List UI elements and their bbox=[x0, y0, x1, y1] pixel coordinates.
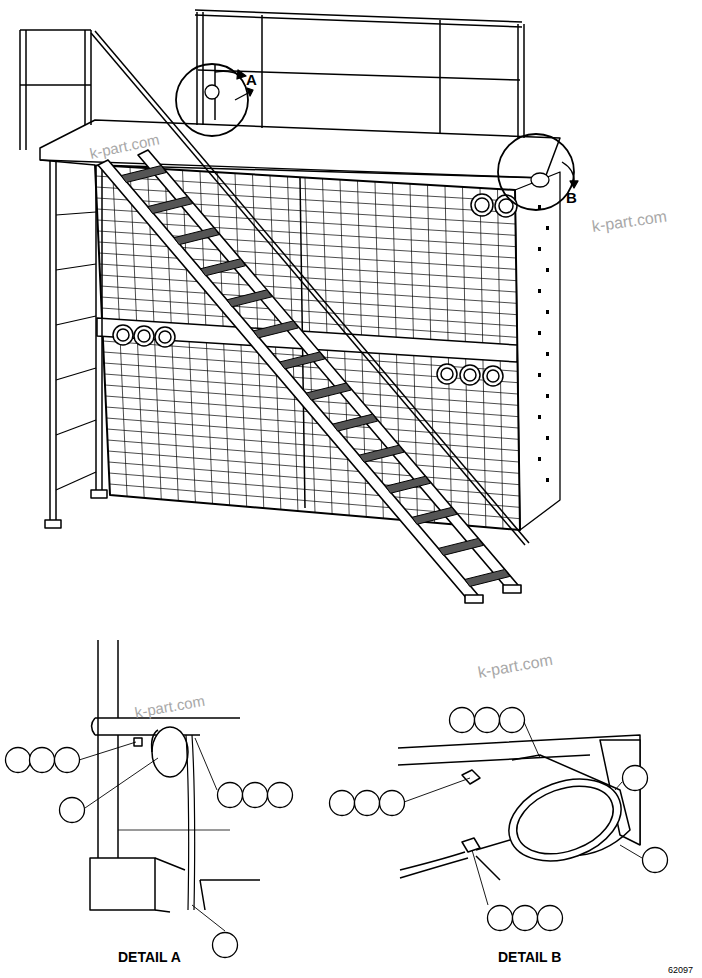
callout-circle bbox=[643, 848, 668, 873]
stair-tread bbox=[227, 290, 272, 307]
side-panel bbox=[515, 172, 560, 530]
watermark: k-part.com bbox=[476, 651, 553, 681]
detail-ring bbox=[498, 134, 574, 210]
rung bbox=[56, 368, 96, 380]
rung bbox=[56, 212, 96, 215]
bolt bbox=[546, 436, 549, 440]
bolt bbox=[546, 226, 549, 230]
callout-circle bbox=[538, 906, 563, 931]
stair-tread bbox=[174, 228, 219, 245]
callout-circle bbox=[55, 748, 80, 773]
bolt bbox=[546, 394, 549, 398]
callout-circle bbox=[450, 708, 475, 733]
ladder-rungs bbox=[56, 212, 96, 490]
bolt bbox=[538, 205, 541, 209]
bolt bbox=[546, 352, 549, 356]
callout-circle bbox=[213, 933, 238, 958]
stair-tread bbox=[306, 383, 351, 400]
stair-tread bbox=[280, 352, 325, 369]
stair-tread bbox=[386, 476, 431, 493]
platform-deck bbox=[40, 120, 560, 178]
callout-circle bbox=[623, 766, 648, 791]
watermark: k-part.com bbox=[134, 693, 207, 722]
arrowhead bbox=[570, 181, 578, 188]
stairway bbox=[98, 150, 521, 603]
callout-circle bbox=[513, 906, 538, 931]
bolt bbox=[538, 331, 541, 335]
stair-tread bbox=[438, 538, 483, 555]
callout-circle bbox=[355, 791, 380, 816]
rung bbox=[56, 316, 96, 325]
detail-title: DETAIL B bbox=[498, 950, 561, 965]
callout-circle bbox=[30, 748, 55, 773]
stair-tread bbox=[465, 569, 510, 586]
arrowhead bbox=[247, 88, 253, 96]
bolt bbox=[546, 310, 549, 314]
callout-circle bbox=[330, 791, 355, 816]
bolts bbox=[538, 205, 549, 482]
callout-circle bbox=[218, 783, 243, 808]
callout-circle bbox=[6, 748, 31, 773]
stair-tread bbox=[121, 166, 166, 183]
rung bbox=[56, 420, 96, 435]
detail-title: DETAIL A bbox=[118, 950, 181, 965]
stair-tread bbox=[148, 197, 193, 214]
leader-lines bbox=[79, 722, 642, 931]
callout-circle bbox=[380, 791, 405, 816]
bolt bbox=[538, 373, 541, 377]
callout-circle bbox=[500, 708, 525, 733]
stair-tread bbox=[253, 321, 298, 338]
stair-tread bbox=[359, 445, 404, 462]
stair-treads bbox=[121, 166, 510, 587]
rung bbox=[56, 264, 96, 270]
bolt bbox=[538, 247, 541, 251]
callout-circle bbox=[475, 708, 500, 733]
arrowhead bbox=[237, 70, 246, 79]
detail-letter: A bbox=[246, 72, 257, 89]
view-arrow bbox=[235, 92, 250, 100]
callout-circle bbox=[268, 783, 293, 808]
detail-ring bbox=[176, 64, 248, 136]
stair-tread bbox=[333, 414, 378, 431]
bolt bbox=[538, 457, 541, 461]
figure-number: 62097 bbox=[668, 966, 693, 976]
bolt bbox=[546, 478, 549, 482]
callout-circle bbox=[243, 783, 268, 808]
callout-circles bbox=[6, 708, 668, 958]
bolt bbox=[538, 289, 541, 293]
bolt bbox=[538, 415, 541, 419]
handrail bbox=[20, 10, 529, 545]
stair-tread bbox=[412, 507, 457, 524]
view-arrow bbox=[215, 71, 240, 75]
detail-b-drawing bbox=[398, 735, 640, 880]
view-arrow bbox=[562, 162, 574, 182]
stair-tread bbox=[201, 259, 246, 276]
callout-circle bbox=[488, 906, 513, 931]
detail-letter: B bbox=[566, 190, 577, 207]
detail-a-drawing bbox=[90, 640, 260, 912]
rung bbox=[56, 472, 96, 490]
lamp bbox=[205, 85, 219, 99]
bolt bbox=[546, 268, 549, 272]
ladder bbox=[20, 30, 107, 528]
callout-circle bbox=[60, 798, 85, 823]
watermark: k-part.com bbox=[591, 208, 668, 236]
lamp bbox=[531, 173, 549, 187]
